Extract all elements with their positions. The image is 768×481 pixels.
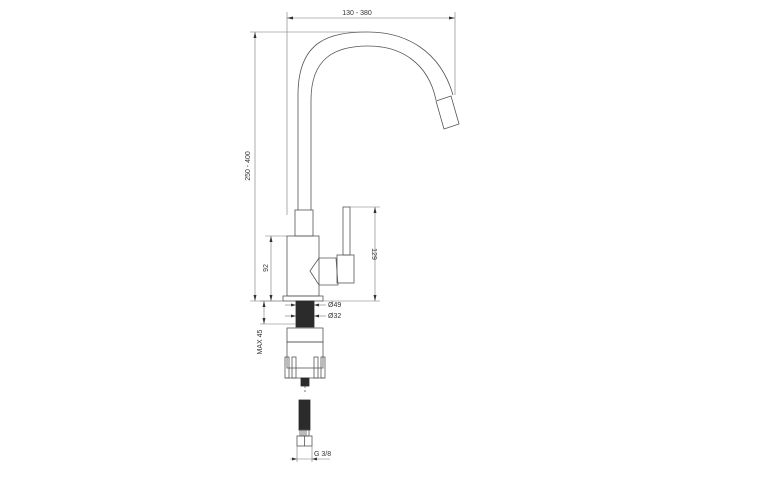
mounting-nut xyxy=(284,327,326,379)
label-body-height: 92 xyxy=(263,264,270,272)
dimension-hose-connector xyxy=(290,446,330,462)
dimension-total-height xyxy=(250,31,368,302)
dimension-body-height xyxy=(265,235,287,301)
label-hose-connector: G 3/8 xyxy=(314,451,331,458)
dimension-width-reach xyxy=(286,12,456,215)
dimension-lever-height xyxy=(323,206,380,302)
flexible-hose xyxy=(296,399,313,447)
label-lever-height: 129 xyxy=(370,248,377,260)
label-max-counter-thickness: MAX 45 xyxy=(257,329,264,354)
label-width-reach: 130 - 380 xyxy=(342,10,372,17)
spout-tip-aerator xyxy=(435,95,460,130)
threaded-shank xyxy=(295,300,315,328)
faucet-body xyxy=(282,209,324,302)
connector-stub xyxy=(300,377,310,387)
dimension-diameters xyxy=(285,303,326,318)
dimension-max-counter-thickness xyxy=(260,300,296,325)
label-total-height: 250 - 400 xyxy=(245,151,252,181)
label-base-diameter: Ø49 xyxy=(328,302,341,309)
label-thread-diameter: Ø32 xyxy=(328,313,341,320)
spout xyxy=(297,31,460,210)
lever-handle xyxy=(309,206,355,286)
